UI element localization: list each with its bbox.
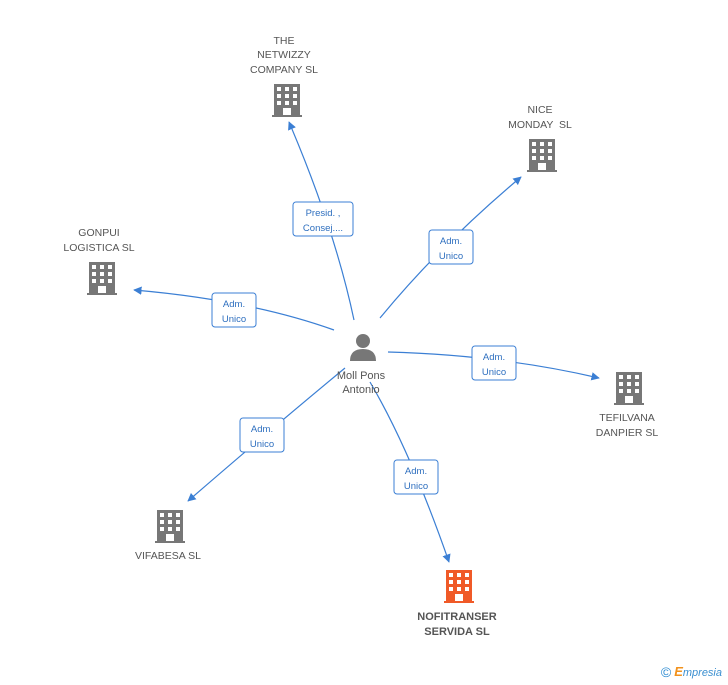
company-name-line: MONDAY SL (508, 119, 572, 131)
person-name-line1: Moll Pons (337, 370, 386, 382)
role-line: Adm. (483, 352, 505, 363)
copyright-icon: © (660, 664, 672, 680)
edge-label-nofitranser[interactable]: Adm. Unico (393, 459, 439, 495)
role-line: Presid. , (306, 208, 341, 219)
role-line: Unico (439, 251, 463, 262)
person-icon (350, 334, 376, 361)
person-name-line2: Antonio (342, 384, 379, 396)
company-name-line: THE (274, 35, 295, 47)
center-person-node[interactable]: Moll Pons Antonio (337, 334, 386, 396)
brand-initial: E (674, 664, 683, 679)
role-line: Unico (404, 481, 428, 492)
role-line: Unico (482, 367, 506, 378)
company-name-line: VIFABESA SL (135, 550, 201, 562)
edge-label-vifabesa[interactable]: Adm. Unico (239, 417, 285, 453)
company-node-vifabesa[interactable]: VIFABESA SL (135, 510, 201, 562)
building-icon (444, 570, 474, 603)
role-line: Adm. (223, 299, 245, 310)
building-icon (527, 139, 557, 172)
empresia-watermark: ©Empresia (661, 664, 722, 680)
edge-label-gonpui[interactable]: Adm. Unico (211, 292, 257, 328)
role-line: Adm. (405, 466, 427, 477)
role-line: Consej.... (303, 223, 343, 234)
edge-label-netwizzy[interactable]: Presid. , Consej.... (292, 201, 354, 237)
building-icon (614, 372, 644, 405)
building-icon (87, 262, 117, 295)
company-node-netwizzy[interactable]: THE NETWIZZY COMPANY SL (250, 35, 318, 117)
company-name-line: NOFITRANSER (417, 611, 497, 623)
edge-label-nice[interactable]: Adm. Unico (428, 229, 474, 265)
company-name-line: GONPUI (78, 227, 119, 239)
company-name-line: LOGISTICA SL (63, 242, 134, 254)
brand-name: mpresia (682, 667, 722, 679)
company-name-line: SERVIDA SL (424, 626, 490, 638)
company-node-tefilvana[interactable]: TEFILVANA DANPIER SL (596, 372, 659, 439)
role-line: Unico (250, 439, 274, 450)
company-name-line: NICE (527, 104, 552, 116)
role-line: Adm. (251, 424, 273, 435)
company-name-line: COMPANY SL (250, 64, 318, 76)
company-node-nice[interactable]: NICE MONDAY SL (508, 104, 572, 172)
building-icon (272, 84, 302, 117)
role-line: Adm. (440, 236, 462, 247)
edge-label-tefilvana[interactable]: Adm. Unico (471, 345, 517, 381)
company-name-line: DANPIER SL (596, 427, 659, 439)
company-name-line: NETWIZZY (257, 49, 311, 61)
company-name-line: TEFILVANA (599, 412, 655, 424)
building-icon (155, 510, 185, 543)
company-node-nofitranser[interactable]: NOFITRANSER SERVIDA SL (417, 570, 497, 638)
company-node-gonpui[interactable]: GONPUI LOGISTICA SL (63, 227, 135, 295)
role-line: Unico (222, 314, 246, 325)
